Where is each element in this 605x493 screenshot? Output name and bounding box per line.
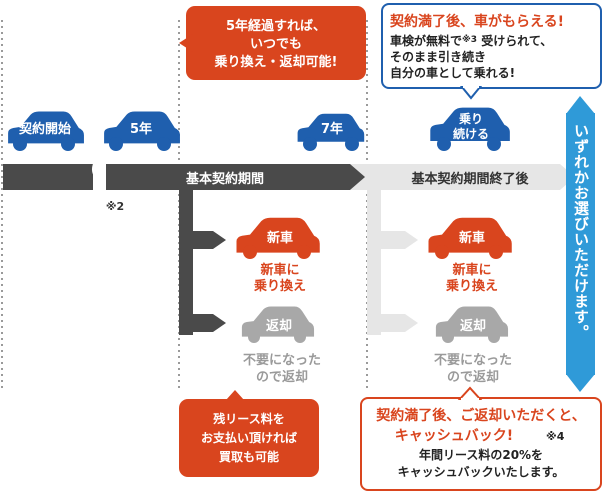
car-wheel-rear	[297, 245, 311, 259]
car-wheel-rear	[157, 137, 171, 151]
callout-get-car-body-2: そのまま引き続き	[390, 49, 486, 64]
option-return-label: 返却	[266, 318, 292, 334]
after-branch-arrow-new	[381, 231, 418, 249]
car-label-year-7: 7年	[321, 121, 343, 137]
option-return-caption-1: 不要になった	[243, 353, 321, 368]
car-label-keep-driving-2: 続ける	[453, 126, 489, 141]
side-band-arrow-bottom	[566, 374, 595, 392]
car-wheel-front	[303, 137, 317, 151]
callout-get-car-pointer-mask	[463, 84, 479, 88]
callout-get-car-body-1: 車検が無料で※3 受けられて、	[390, 33, 552, 48]
option-return-label: 返却	[460, 318, 486, 334]
car-wheel-front	[243, 245, 257, 259]
main-branch-arrow-return	[193, 314, 226, 332]
after-period-label: 基本契約期間終了後	[410, 171, 529, 187]
callout-buyout-line-2: お支払い頂ければ	[201, 430, 297, 445]
callout-year5-pointer	[179, 34, 193, 52]
option-new-car-caption-1: 新車に	[260, 262, 299, 278]
callout-year5-box	[186, 6, 366, 80]
car-wheel-rear	[488, 331, 500, 343]
car-keep-driving: 乗り 続ける	[430, 107, 510, 151]
main-branch-arrow-new	[193, 231, 226, 249]
callout-year5-line-2: いつでも	[250, 37, 302, 52]
option-new-car-caption-2: 乗り換え	[445, 278, 498, 294]
callout-cashback-body-1: 年間リース料の20%を	[419, 447, 543, 462]
after-branch-arrow-return	[381, 314, 418, 332]
car-label-contract-start: 契約開始	[18, 121, 71, 137]
callout-buyout-line-3: 買取も可能	[219, 449, 279, 464]
option-new-car-after: 新車 新車に 乗り換え	[428, 217, 512, 294]
car-label-year-5: 5年	[130, 121, 152, 137]
callout-cashback-body-2: キャッシュバックいたします。	[398, 465, 565, 479]
option-new-car-main: 新車 新車に 乗り換え	[236, 217, 320, 294]
car-wheel-rear	[294, 331, 306, 343]
callout-buyout: 残リース料を お支払い頂ければ 買取も可能	[179, 390, 319, 477]
main-period-flow	[3, 158, 365, 335]
side-band-arrow-top	[566, 96, 595, 114]
callout-year5-line-1: 5年経過すれば、	[226, 18, 326, 34]
callout-cashback-title-1: 契約満了後、ご返却いただくと、	[375, 407, 585, 424]
callout-get-car-pointer	[459, 86, 483, 100]
option-return-caption-1: 不要になった	[434, 353, 512, 368]
option-new-car-label: 新車	[459, 230, 485, 246]
car-wheel-front	[248, 331, 260, 343]
main-period-bar-arrow	[106, 164, 365, 190]
callout-year5-line-3: 乗り換え・返却可能!	[214, 54, 338, 70]
after-branch-stem	[367, 190, 381, 335]
callout-cashback-pointer	[457, 386, 483, 400]
callout-get-car: 契約満了後、車がもらえる! 車検が無料で※3 受けられて、 そのまま引き続き 自…	[381, 3, 602, 100]
option-new-car-caption-2: 乗り換え	[253, 278, 306, 294]
side-choice-band: いずれかお選びいただけます。	[566, 96, 595, 392]
car-wheel-rear	[345, 137, 359, 151]
callout-get-car-title: 契約満了後、車がもらえる!	[389, 13, 564, 30]
after-period-flow	[348, 164, 575, 335]
callout-cashback-pointer-mask	[461, 398, 479, 402]
callout-buyout-line-1: 残リース料を	[213, 411, 284, 426]
car-wheel-rear	[61, 137, 75, 151]
callout-get-car-box	[381, 3, 602, 89]
car-wheel-rear	[489, 245, 503, 259]
main-branch-stem	[179, 190, 193, 335]
callout-buyout-pointer	[226, 390, 244, 400]
car-label-keep-driving-1: 乗り	[459, 112, 483, 126]
car-wheel-front	[437, 137, 451, 151]
callout-cashback-note: ※4	[546, 430, 565, 443]
main-bar-left-segment	[3, 164, 93, 190]
callout-get-car-body-3: 自分の車として乗れる!	[390, 65, 515, 80]
option-new-car-caption-1: 新車に	[452, 262, 491, 278]
car-wheel-front	[13, 137, 27, 151]
option-new-car-label: 新車	[267, 230, 293, 246]
note-mark-2: ※2	[106, 200, 124, 213]
callout-cashback: 契約満了後、ご返却いただくと、 キャッシュバック! ※4 年間リース料の20%を…	[360, 386, 602, 491]
bar-break-mark	[92, 158, 102, 196]
option-return-main: 返却 不要になった ので返却	[241, 306, 321, 385]
car-wheel-front	[435, 245, 449, 259]
callout-year5: 5年経過すれば、 いつでも 乗り換え・返却可能!	[179, 6, 366, 80]
option-return-after: 返却 不要になった ので返却	[434, 306, 512, 385]
option-return-caption-2: ので返却	[447, 369, 499, 385]
car-year-5: 5年	[104, 111, 180, 151]
callout-cashback-box	[360, 397, 602, 491]
after-period-bar-arrow	[348, 164, 575, 190]
callout-buyout-box	[179, 399, 319, 477]
car-wheel-front	[109, 137, 123, 151]
main-period-label: 基本契約期間	[185, 171, 264, 187]
car-wheel-rear	[487, 137, 501, 151]
side-choice-message: いずれかお選びいただけます。	[572, 123, 590, 340]
car-contract-start: 契約開始	[8, 111, 84, 151]
side-band-body	[566, 113, 595, 375]
callout-cashback-title-2: キャッシュバック!	[395, 428, 513, 444]
car-year-7: 7年	[297, 113, 365, 151]
car-wheel-front	[442, 331, 454, 343]
option-return-caption-2: ので返却	[256, 369, 308, 385]
